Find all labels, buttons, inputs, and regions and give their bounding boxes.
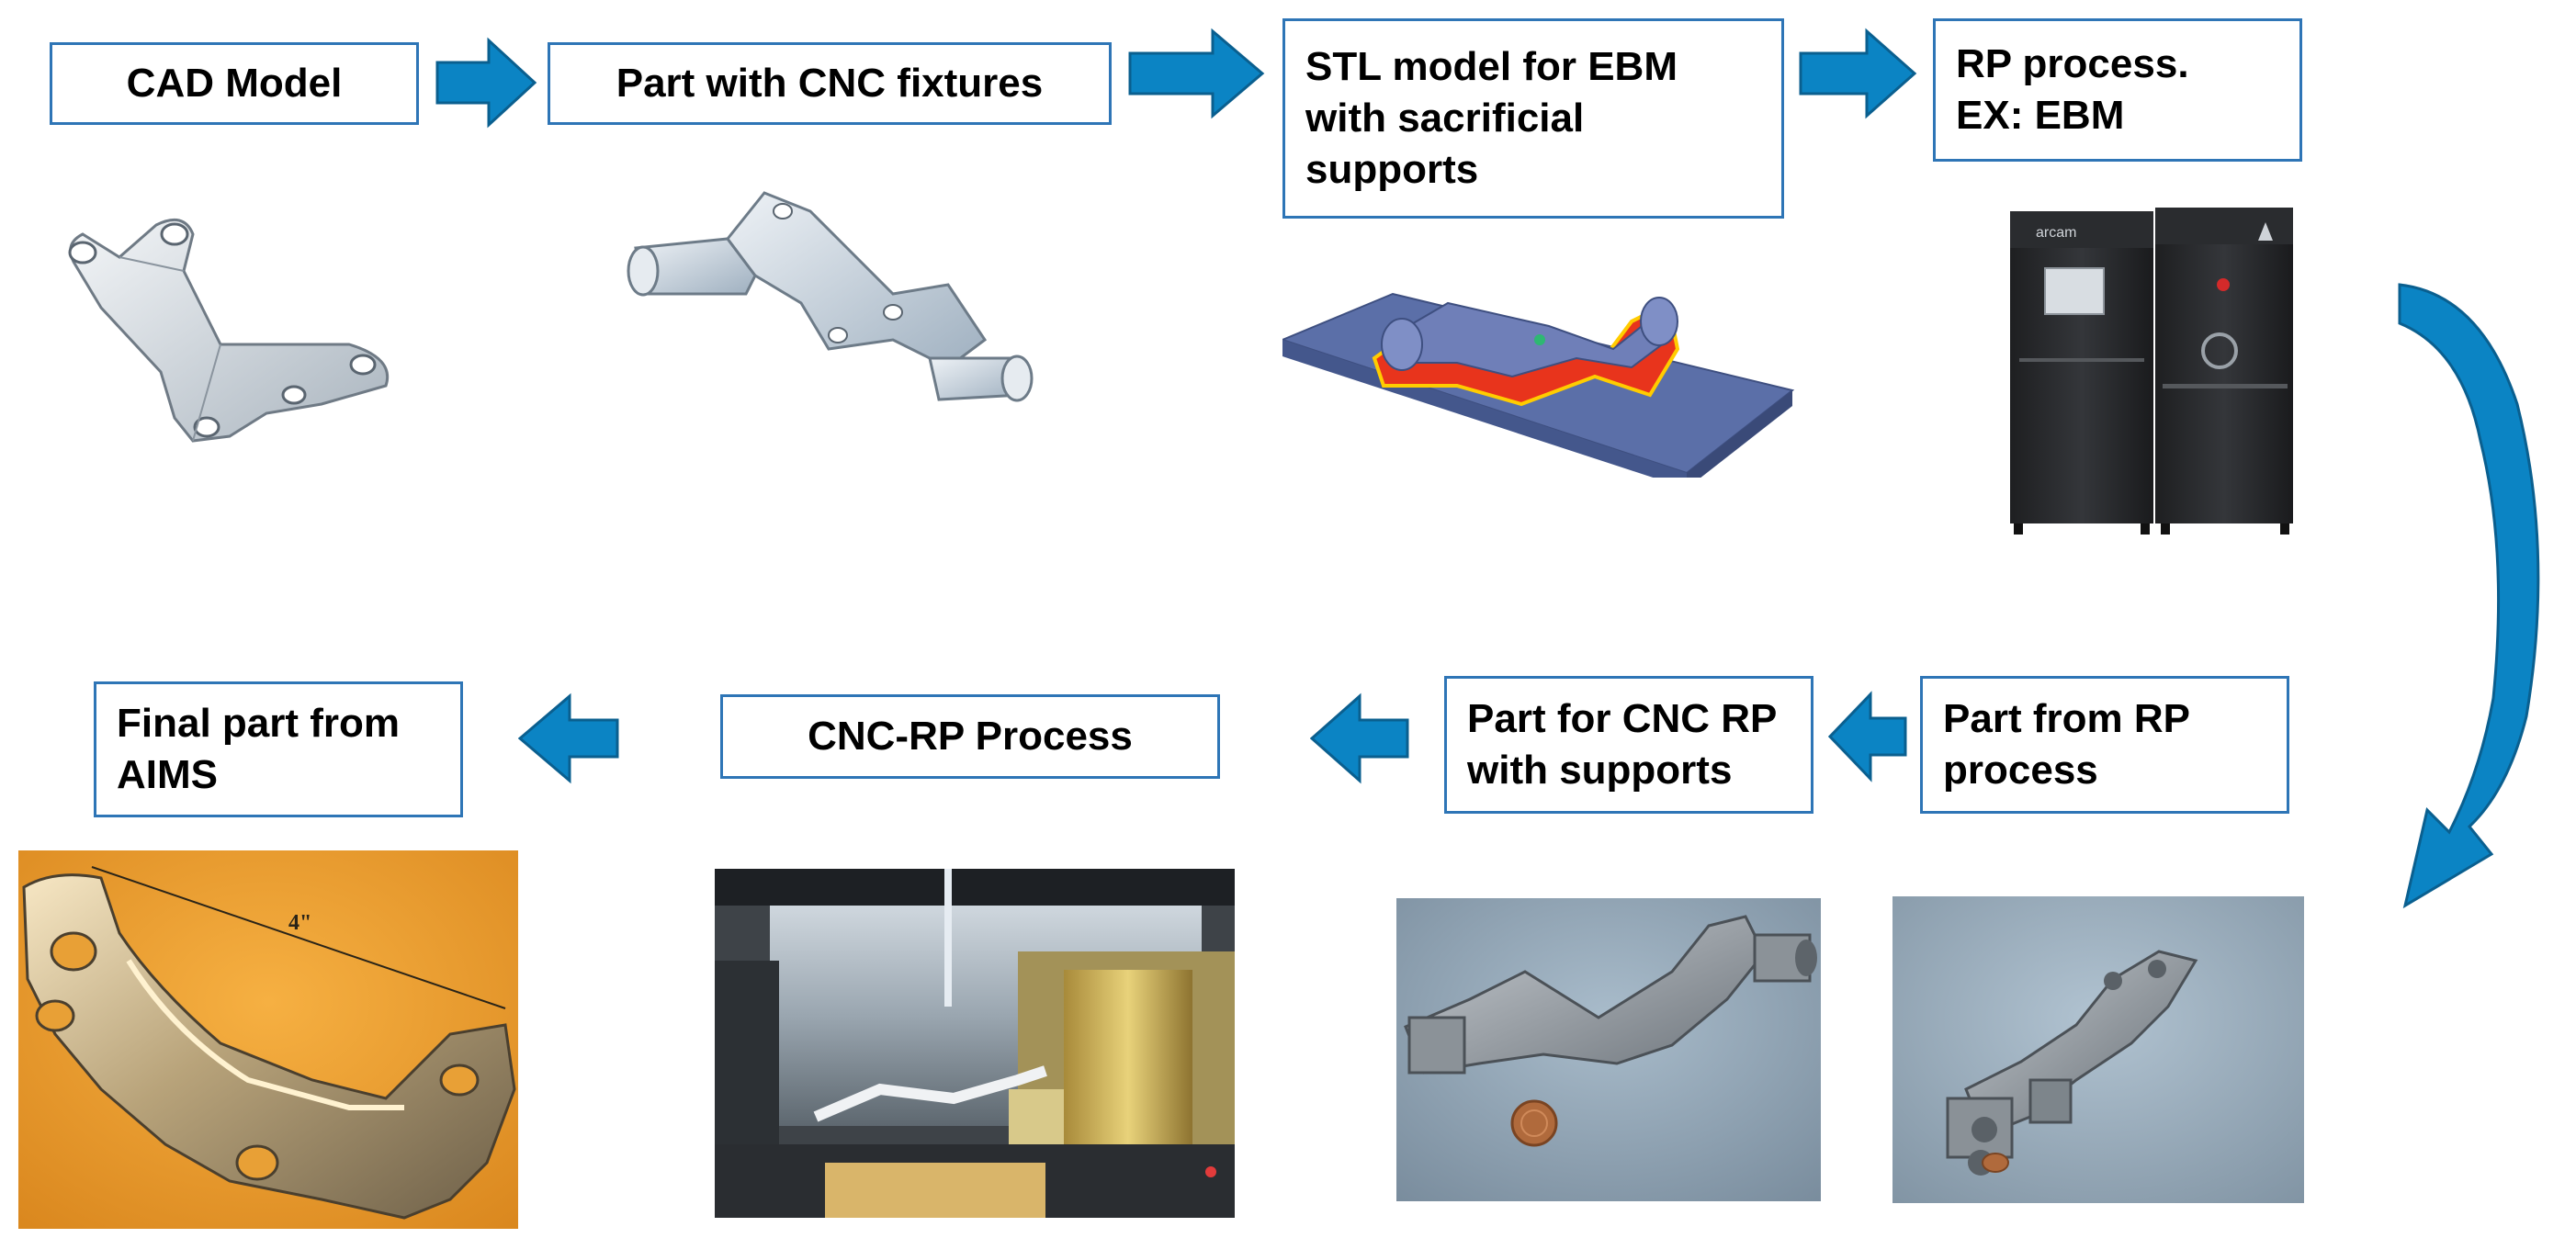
step-rp-process: RP process. EX: EBM	[1933, 18, 2302, 162]
step-label-line: STL model for EBM	[1305, 43, 1678, 89]
step-label-line: supports	[1305, 147, 1479, 193]
arrow-right-icon	[1799, 28, 1917, 119]
arrow-left-icon	[1828, 691, 1907, 782]
step-cad-model: CAD Model	[50, 42, 419, 125]
curved-arrow-down-icon	[2398, 283, 2540, 909]
step-label-line: with sacrificial	[1305, 95, 1585, 141]
step-part-from-rp: Part from RP process	[1920, 676, 2289, 814]
step-label-line: Part for CNC RP	[1467, 695, 1778, 741]
step-label-line: with supports	[1467, 748, 1733, 793]
cnc-rp-process-photo	[715, 869, 1235, 1218]
svg-text:arcam: arcam	[2036, 225, 2076, 241]
arrow-right-icon	[1128, 28, 1265, 119]
step-stl-model: STL model for EBM with sacrificial suppo…	[1282, 18, 1784, 219]
arrow-right-icon	[435, 37, 537, 129]
stl-model-with-supports-render	[1282, 292, 1795, 478]
step-label-line: Final part from	[117, 700, 401, 746]
final-part-photo: 4"	[18, 850, 518, 1229]
arrow-left-icon	[518, 692, 619, 784]
step-label-line: process	[1943, 748, 2098, 793]
ebm-machine-photo: arcam	[2006, 204, 2297, 536]
dimension-label: 4"	[288, 911, 312, 935]
step-cnc-rp-process: CNC-RP Process	[720, 694, 1220, 779]
cad-model-render	[68, 218, 389, 443]
arrow-left-icon	[1310, 692, 1409, 784]
part-from-rp-photo	[1892, 896, 2304, 1203]
step-label: CNC-RP Process	[808, 713, 1133, 759]
step-label-line: EX: EBM	[1956, 93, 2125, 138]
step-label-line: RP process.	[1956, 40, 2189, 86]
step-part-with-cnc-fixtures: Part with CNC fixtures	[548, 42, 1112, 125]
step-label: Part with CNC fixtures	[616, 60, 1044, 106]
part-with-fixtures-render	[627, 191, 1034, 402]
step-label-line: Part from RP	[1943, 695, 2190, 741]
step-label-line: AIMS	[117, 752, 218, 797]
part-for-cnc-rp-photo	[1396, 898, 1821, 1201]
step-label: CAD Model	[126, 60, 343, 106]
step-part-for-cnc-rp: Part for CNC RP with supports	[1444, 676, 1813, 814]
step-final-part: Final part from AIMS	[94, 681, 463, 817]
